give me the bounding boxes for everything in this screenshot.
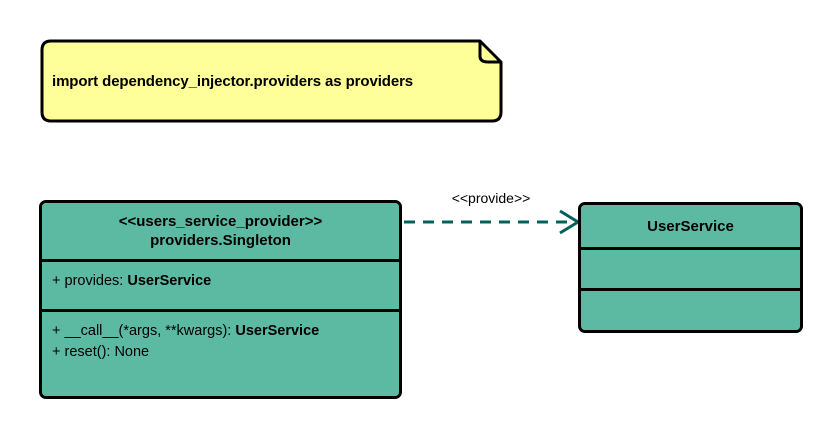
operation-label: reset(): None: [64, 344, 150, 360]
class-attributes-compartment: [581, 247, 800, 288]
operation-visibility: +: [52, 344, 61, 360]
operation-visibility: +: [52, 323, 61, 339]
attribute-row: + provides: UserService: [52, 271, 389, 292]
relationship-label-provide: <<provide>>: [451, 190, 531, 206]
class-operations-compartment: + __call__(*args, **kwargs): UserService…: [42, 309, 399, 396]
operation-row: + reset(): None: [52, 342, 389, 363]
operation-type: UserService: [235, 323, 320, 339]
attribute-visibility: +: [52, 273, 61, 289]
attribute-type: UserService: [127, 273, 212, 289]
import-note[interactable]: import dependency_injector.providers as …: [38, 38, 504, 124]
class-name: UserService: [647, 217, 734, 235]
operation-label: __call__(*args, **kwargs):: [64, 323, 236, 339]
note-text: import dependency_injector.providers as …: [52, 72, 414, 90]
note-shape: [40, 39, 503, 123]
class-header-user-service: UserService: [581, 205, 800, 247]
class-box-users-service-provider[interactable]: <<users_service_provider>> providers.Sin…: [39, 200, 402, 399]
dependency-arrow-provide[interactable]: [398, 196, 584, 242]
class-header-users-service-provider: <<users_service_provider>> providers.Sin…: [42, 203, 399, 259]
class-name: providers.Singleton: [150, 232, 291, 249]
class-attributes-compartment: + provides: UserService: [42, 259, 399, 309]
attribute-label: provides:: [64, 273, 128, 289]
operation-row: + __call__(*args, **kwargs): UserService: [52, 321, 389, 342]
class-operations-compartment: [581, 288, 800, 330]
class-box-user-service[interactable]: UserService: [578, 202, 803, 333]
class-stereotype: <<users_service_provider>>: [118, 213, 323, 230]
